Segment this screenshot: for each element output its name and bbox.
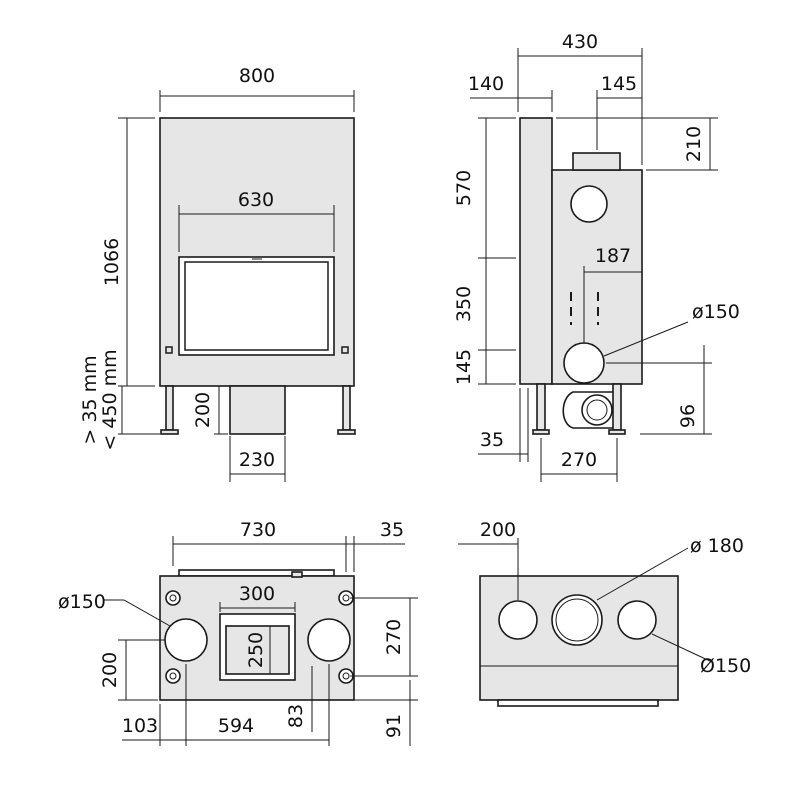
dim-leg-min: > 35 mm: [79, 355, 101, 444]
dim-inlet-spacing: 594: [218, 715, 254, 737]
dim-outlet-height: 96: [677, 404, 699, 428]
dim-flue-offset: 145: [601, 73, 637, 95]
top-flue-inner: [555, 598, 599, 642]
front-leg: [342, 385, 351, 431]
dim-middle-height: 350: [453, 286, 475, 322]
top-side-outlet-left: [498, 600, 538, 640]
side-leg: [612, 383, 622, 431]
bottom-mount-hole: [165, 590, 181, 606]
dim-left-offset: 103: [122, 715, 158, 737]
label-top-flue-diameter: ø 180: [690, 535, 744, 557]
side-flue: [572, 152, 621, 171]
bottom-view: 730 35 ø150 300 250 270 200 103: [58, 519, 418, 746]
dim-upper-height: 570: [453, 170, 475, 206]
label-top-side-diameter: Ø150: [700, 655, 751, 677]
dim-inlet-height: 200: [99, 652, 121, 688]
dim-top-offset: 200: [480, 519, 516, 541]
label-side-inlet-diameter: ø150: [692, 301, 740, 323]
top-view: 200 ø 180 Ø150: [458, 519, 751, 707]
dim-side-front: 140: [468, 73, 504, 95]
front-flue: [229, 385, 286, 435]
bottom-duct-inner: [225, 625, 290, 675]
dim-leg-max: < 450 mm: [99, 349, 121, 450]
front-corner-marker: [165, 346, 173, 354]
top-flue-outer: [551, 594, 603, 646]
dim-bottom-edge: 35: [380, 519, 404, 541]
dim-inlet-offset: 187: [595, 245, 631, 267]
dim-center-offset: 83: [285, 704, 307, 728]
bottom-mount-hole: [165, 668, 181, 684]
front-window: [178, 256, 335, 356]
dim-flue-width: 230: [239, 449, 275, 471]
dim-duct-height: 250: [245, 632, 267, 668]
bottom-inlet-left: [164, 618, 208, 662]
dim-leg-depth: 270: [561, 449, 597, 471]
dim-back-offset: 91: [383, 714, 405, 738]
side-front-panel: [519, 117, 553, 385]
dim-flue-height: 210: [683, 126, 705, 162]
front-view: 800 630 1066 > 35 mm < 450 mm 200 230: [79, 65, 356, 482]
front-window-glass: [184, 261, 329, 351]
top-side-outlet-right: [617, 600, 657, 640]
label-bottom-inlet-diameter: ø150: [58, 591, 106, 613]
top-rear-plate: [497, 699, 659, 707]
front-leg: [165, 385, 174, 431]
dim-duct-width: 300: [239, 583, 275, 605]
dim-side-depth: 430: [562, 31, 598, 53]
side-view: 430 140 145 210 570 350 145 187 ø150: [453, 31, 740, 482]
front-corner-marker: [341, 346, 349, 354]
dim-bottom-width: 730: [240, 519, 276, 541]
dim-lower-height: 145: [453, 349, 475, 385]
dim-front-width: 800: [239, 65, 275, 87]
dim-leg-height: 200: [192, 392, 214, 428]
bottom-top-strip: [178, 569, 335, 577]
side-leg: [536, 383, 546, 431]
dim-window-width: 630: [238, 189, 274, 211]
dim-front-height: 1066: [101, 238, 123, 286]
dim-bottom-depth: 270: [383, 619, 405, 655]
side-upper-outlet: [570, 185, 608, 223]
bottom-inlet-right: [307, 618, 351, 662]
dim-leg-offset: 35: [480, 429, 504, 451]
side-inlet: [563, 342, 605, 384]
